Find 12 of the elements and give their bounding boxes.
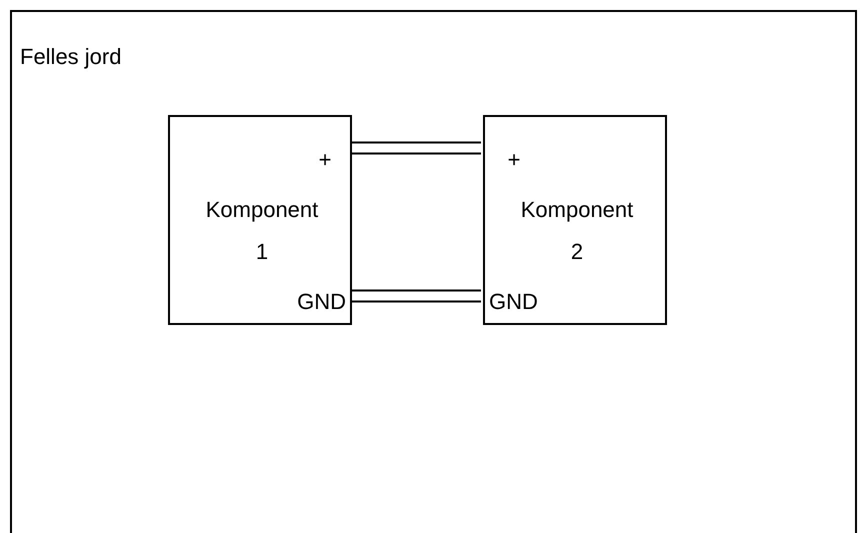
component-box bbox=[168, 115, 352, 325]
component-label: Komponent 2 bbox=[520, 196, 634, 266]
frame-title: Felles jord bbox=[20, 43, 122, 71]
terminal-label: + bbox=[506, 146, 522, 174]
component-box bbox=[483, 115, 667, 325]
terminal-label: GND bbox=[489, 288, 539, 316]
ground-frame bbox=[10, 10, 857, 533]
terminal-label: GND bbox=[296, 288, 346, 316]
double-wire bbox=[349, 290, 482, 302]
double-wire bbox=[349, 142, 482, 154]
component-label: Komponent 1 bbox=[204, 196, 320, 266]
terminal-label: + bbox=[318, 146, 332, 174]
